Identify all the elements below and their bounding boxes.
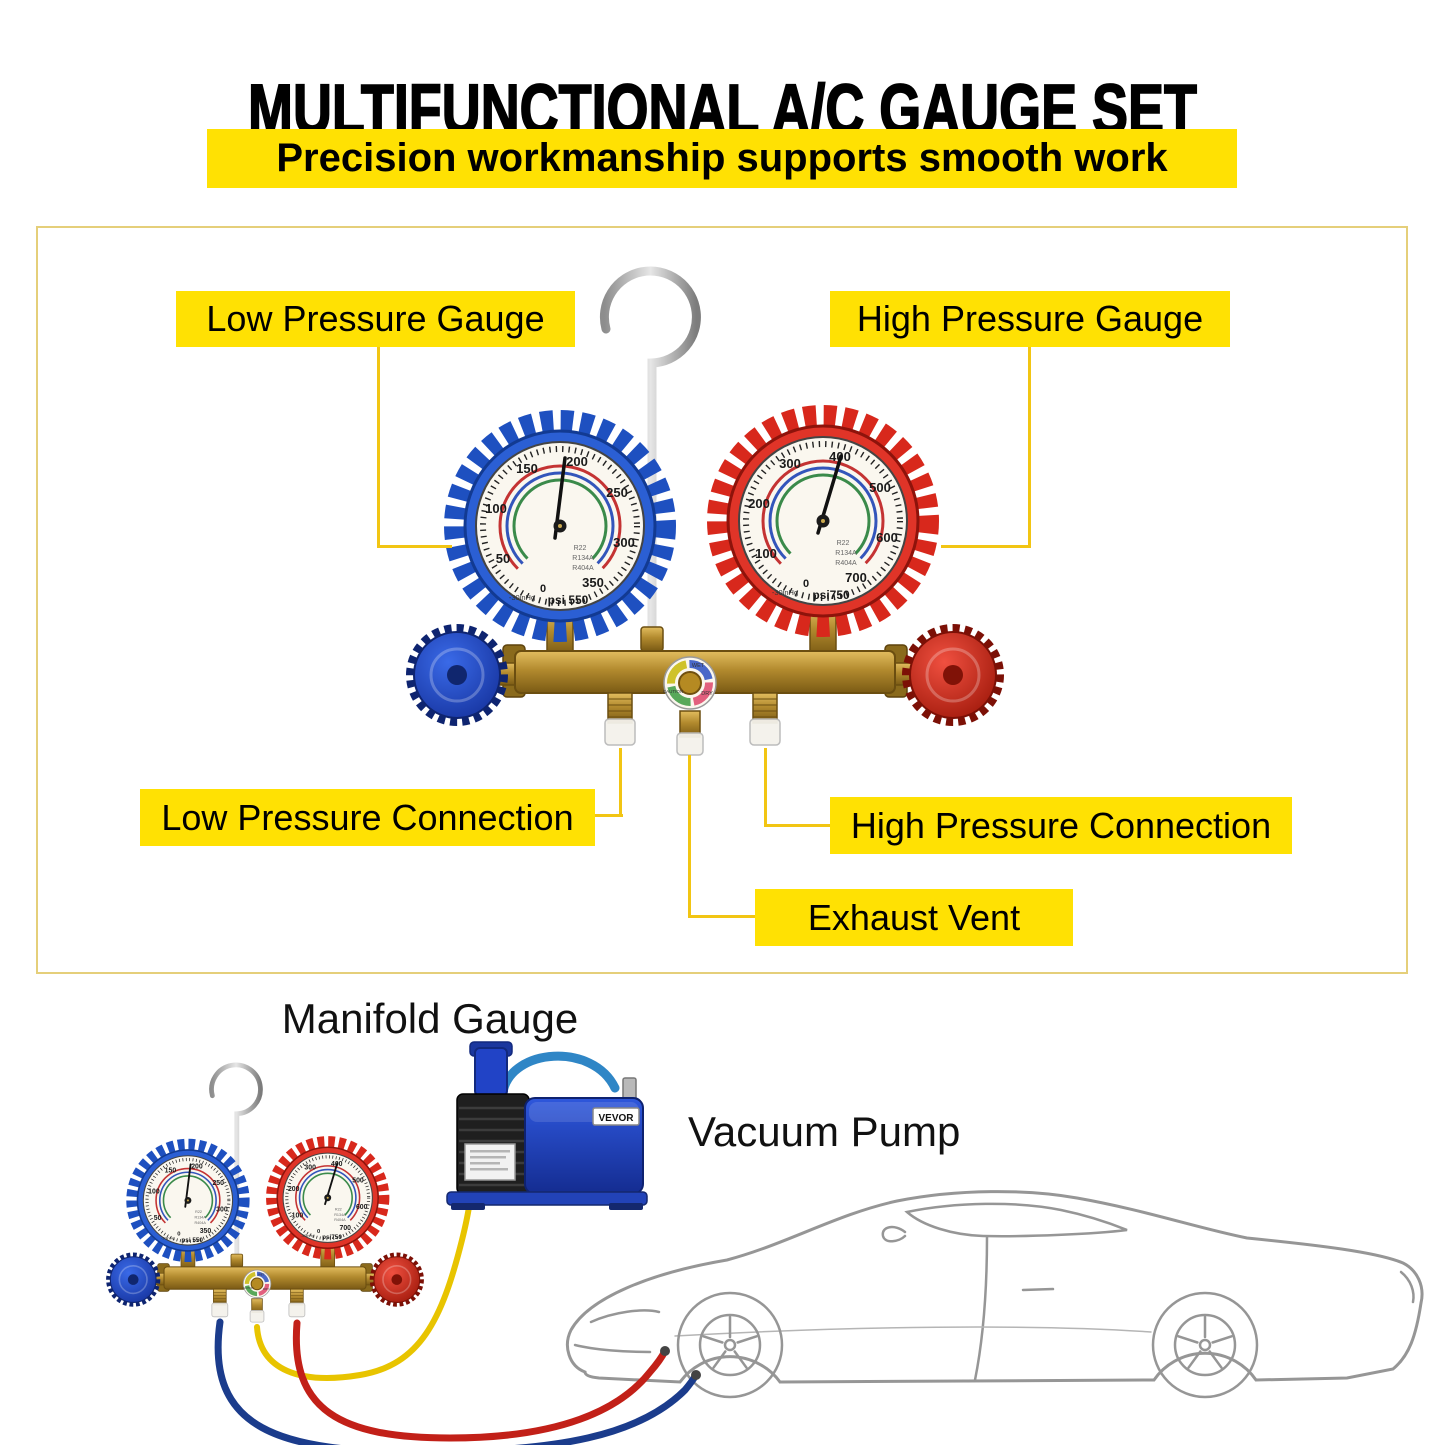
red-high-pressure-hose [292, 1319, 669, 1442]
pump-brand-plate [592, 1107, 640, 1126]
callout-line-high-conn-h [764, 824, 832, 827]
callout-high-pressure-gauge: High Pressure Gauge [830, 291, 1230, 347]
callout-high-pressure-gauge-text: High Pressure Gauge [856, 298, 1204, 339]
subtitle-text: Precision workmanship supports smooth wo… [276, 136, 1168, 180]
callout-line-high-conn-v [764, 748, 767, 827]
callout-line-low-conn-v [619, 748, 622, 817]
pump-motor: VEVOR [524, 1097, 644, 1195]
pump-base [446, 1191, 648, 1210]
pump-handle [498, 1051, 620, 1097]
callout-exhaust-vent: Exhaust Vent [755, 889, 1073, 946]
callout-low-pressure-gauge-text: Low Pressure Gauge [206, 298, 545, 339]
callout-low-pressure-gauge: Low Pressure Gauge [176, 291, 575, 347]
front-wheel [676, 1291, 784, 1399]
vacuum-pump-caption: Vacuum Pump [688, 1108, 961, 1155]
callout-line-low-conn-h [595, 814, 623, 817]
callout-high-pressure-connection: High Pressure Connection [830, 797, 1292, 854]
callout-low-pressure-connection-text: Low Pressure Connection [161, 796, 574, 838]
callout-line-high-gauge-h [941, 545, 1031, 548]
rear-wheel [1151, 1291, 1259, 1399]
callout-line-exhaust-h [688, 915, 757, 918]
callout-line-high-gauge-v [1028, 347, 1031, 548]
pump-oil-cap [474, 1047, 508, 1097]
red-hose-fitting [660, 1346, 670, 1356]
blue-hose-fitting [691, 1370, 701, 1380]
manifold-gauge-small [109, 1065, 422, 1322]
blue-low-pressure-hose [214, 1318, 700, 1445]
vacuum-pump: VEVOR [446, 1041, 648, 1210]
pump-exhaust-fitting [622, 1077, 637, 1101]
callout-high-pressure-connection-text: High Pressure Connection [850, 804, 1272, 846]
callout-line-exhaust-v [688, 755, 691, 918]
callout-line-low-gauge-h [377, 545, 452, 548]
callout-exhaust-vent-text: Exhaust Vent [807, 896, 1021, 938]
callout-low-pressure-connection: Low Pressure Connection [140, 789, 595, 846]
pump-head [456, 1093, 530, 1195]
pump-brand-text: VEVOR [598, 1113, 634, 1124]
yellow-service-hose [254, 1197, 473, 1381]
subtitle-banner: Precision workmanship supports smooth wo… [207, 129, 1237, 188]
usage-scene: VEVOR [0, 1041, 1424, 1445]
manifold-gauge-caption: Manifold Gauge [281, 995, 579, 1042]
car-line-drawing [566, 1190, 1424, 1399]
callout-line-low-gauge-v [377, 347, 380, 548]
